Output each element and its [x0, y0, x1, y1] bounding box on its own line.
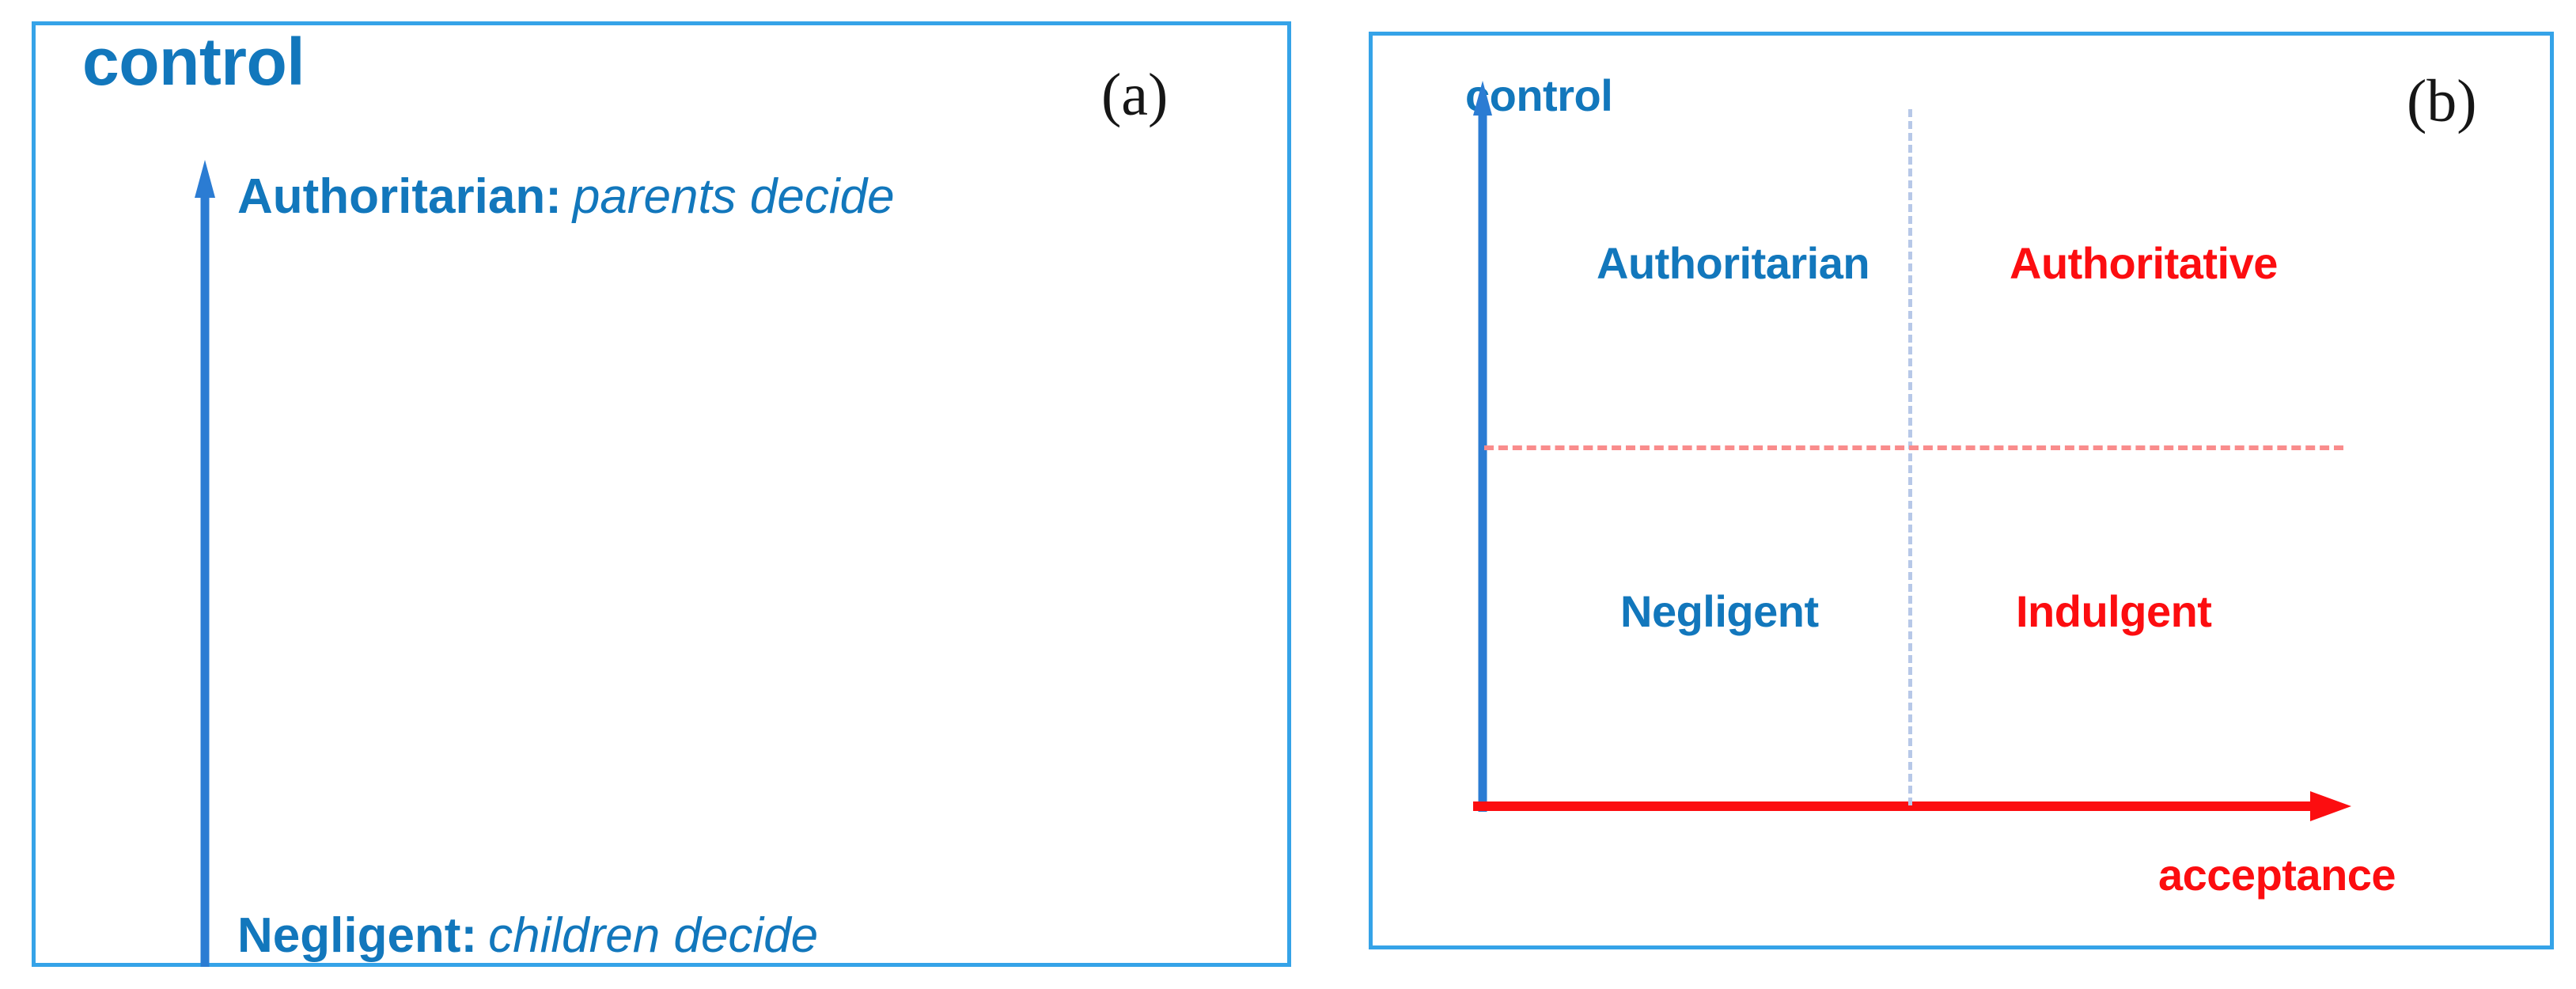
panel-a-row-negligent-description: children decide	[488, 908, 819, 963]
panel-b-quadrant-indulgent: Indulgent	[2016, 586, 2212, 636]
panel-a-row-negligent-label: Negligent:	[237, 908, 478, 963]
panel-b-quadrant-negligent: Negligent	[1620, 586, 1819, 636]
panel-a-control-title: control	[82, 25, 305, 99]
panel-b-letter: (b)	[2407, 68, 2477, 135]
panel-a-row-authoritarian: Authoritarian:parents decide	[237, 172, 895, 222]
panel-b-quadrant-authoritative: Authoritative	[2010, 238, 2278, 288]
panel-a-up-arrow-icon	[195, 160, 215, 967]
panel-b-control-axis-arrow-icon	[1473, 81, 1492, 812]
panel-b-acceptance-axis-arrow-icon	[1473, 791, 2351, 821]
panel-a-row-authoritarian-description: parents decide	[572, 169, 895, 224]
panel-b	[1369, 32, 2554, 949]
panel-b-acceptance-label: acceptance	[2158, 850, 2396, 900]
panel-b-horizontal-divider	[1484, 445, 2343, 450]
panel-a-row-authoritarian-label: Authoritarian:	[237, 169, 562, 224]
panel-b-quadrant-authoritarian: Authoritarian	[1597, 238, 1870, 288]
panel-b-vertical-divider	[1908, 109, 1912, 805]
panel-a-letter: (a)	[1101, 62, 1169, 128]
panel-a	[32, 21, 1291, 967]
panel-a-row-negligent: Negligent:children decide	[237, 911, 818, 961]
